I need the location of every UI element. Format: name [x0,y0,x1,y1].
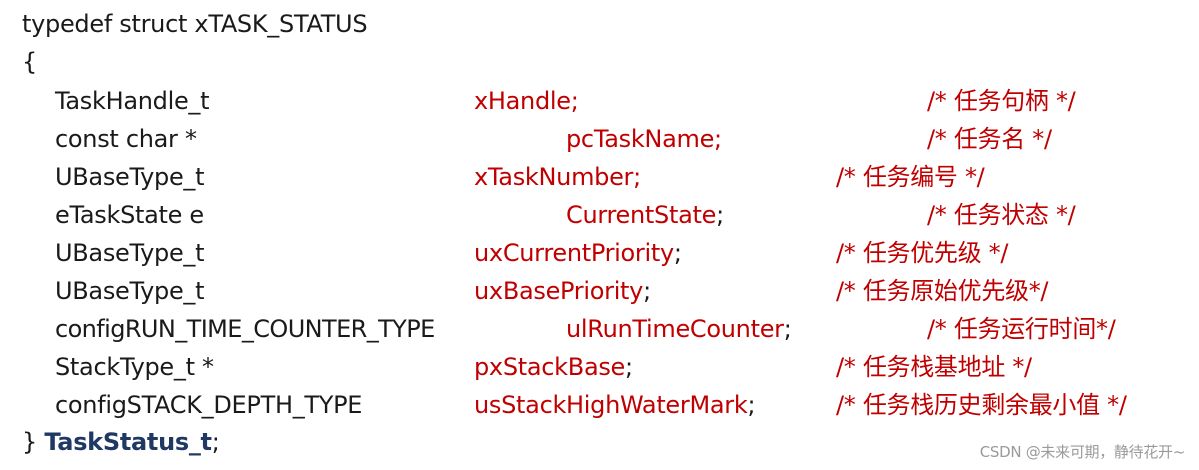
struct-closing-line: } TaskStatus_t; [22,427,220,457]
field-identifier: pcTaskName [566,125,715,153]
field-comment: /* 任务名 */ [927,125,1052,153]
field-identifier: ulRunTimeCounter [566,315,784,343]
field-comment: /* 任务优先级 */ [836,239,1009,267]
field-comment: /* 任务状态 */ [927,201,1076,229]
field-comment: /* 任务栈历史剩余最小值 */ [836,391,1127,419]
close-brace: } [22,428,37,456]
field-type: UBaseType_t [55,163,205,191]
field-name: CurrentState; [566,200,724,230]
field-identifier: xHandle [474,87,571,115]
field-semicolon: ; [633,163,641,191]
field-type: configSTACK_DEPTH_TYPE [55,391,363,419]
field-name: uxBasePriority; [474,276,651,306]
field-identifier: uxCurrentPriority [474,239,674,267]
field-identifier: usStackHighWaterMark [474,391,748,419]
struct-declaration-line: typedef struct xTASK_STATUS [22,10,368,38]
field-name: usStackHighWaterMark; [474,390,756,420]
field-type: configRUN_TIME_COUNTER_TYPE [55,315,435,343]
typedef-name: TaskStatus_t [44,428,212,456]
field-semicolon: ; [783,315,792,343]
field-type: const char * [55,125,197,153]
field-comment: /* 任务句柄 */ [927,87,1076,115]
field-comment: /* 任务运行时间*/ [927,315,1116,343]
field-name: ulRunTimeCounter; [566,314,792,344]
field-identifier: uxBasePriority [474,277,644,305]
field-type: TaskHandle_t [55,87,210,115]
field-name: uxCurrentPriority; [474,238,682,268]
field-identifier: xTaskNumber [474,163,634,191]
field-name: xHandle; [474,86,579,116]
field-name: pxStackBase; [474,352,633,382]
field-identifier: CurrentState [566,201,717,229]
field-semicolon: ; [716,201,724,229]
field-type: UBaseType_t [55,239,205,267]
field-comment: /* 任务原始优先级*/ [836,277,1049,305]
field-comment: /* 任务编号 */ [836,163,985,191]
field-semicolon: ; [673,239,682,267]
field-type: UBaseType_t [55,277,205,305]
field-type: eTaskState e [55,201,204,229]
field-name: xTaskNumber; [474,162,641,192]
field-semicolon: ; [643,277,651,305]
field-semicolon: ; [714,125,722,153]
field-identifier: pxStackBase [474,353,626,381]
field-semicolon: ; [570,87,579,115]
open-brace: { [22,48,37,76]
field-name: pcTaskName; [566,124,722,154]
field-semicolon: ; [747,391,756,419]
field-type: StackType_t * [55,353,214,381]
field-semicolon: ; [625,353,633,381]
field-comment: /* 任务栈基地址 */ [836,353,1032,381]
closing-semicolon: ; [211,428,220,456]
csdn-watermark: CSDN @未来可期，静待花开~ [979,443,1186,461]
